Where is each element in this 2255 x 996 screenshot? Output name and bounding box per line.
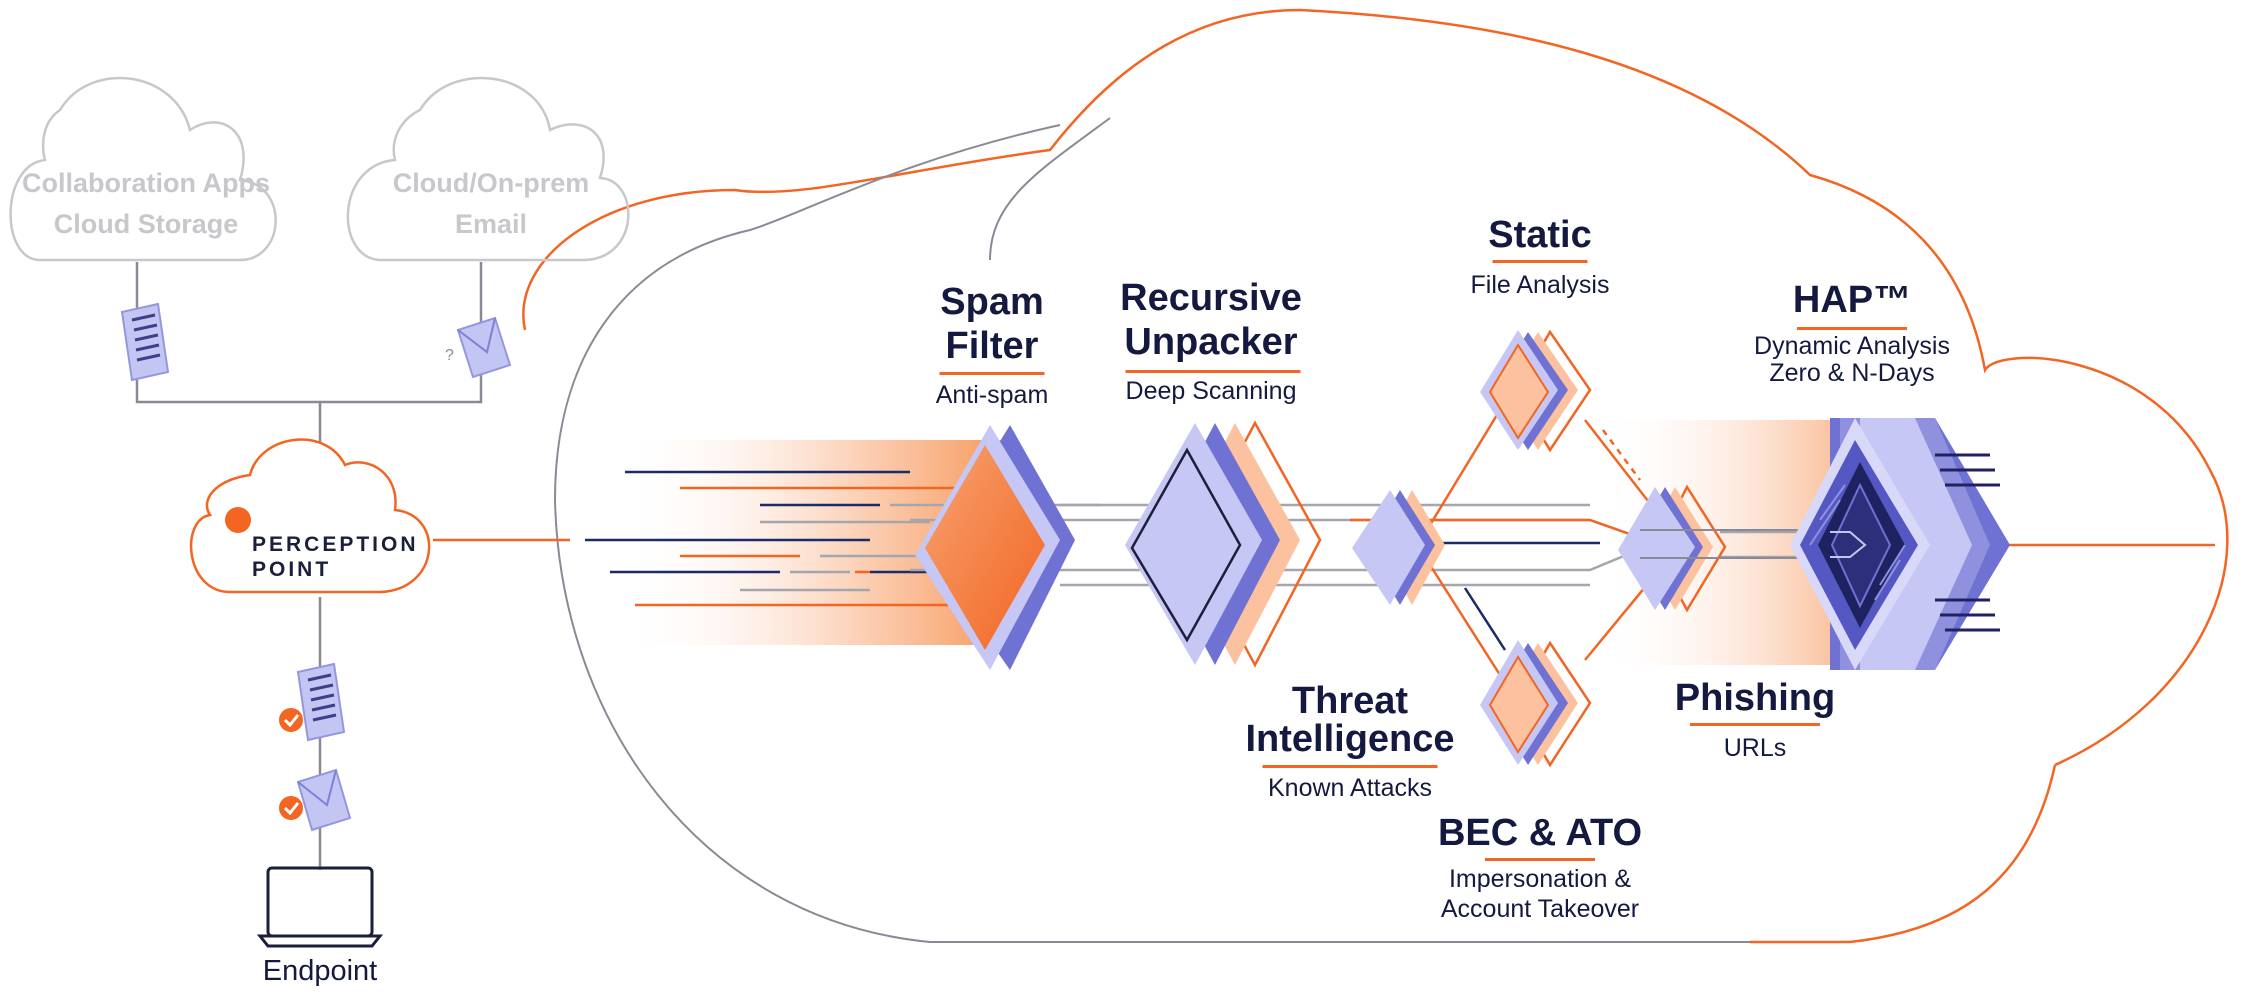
- email-cloud: [346, 76, 630, 262]
- spam-filter-shield-icon: [915, 425, 1075, 670]
- threat-subtitle: Known Attacks: [1268, 774, 1432, 802]
- hap-subtitle-line2: Zero & N-Days: [1769, 359, 1935, 387]
- unpacker-label: Recursive Unpacker: [1120, 276, 1302, 364]
- threat-intel-shield-icon: [1352, 490, 1445, 605]
- collab-label-line2: Cloud Storage: [53, 209, 239, 239]
- spam-subtitle: Anti-spam: [935, 381, 1049, 409]
- static-title: Static: [1488, 214, 1592, 256]
- collab-cloud: [9, 76, 277, 262]
- bec-subtitle-line1: Impersonation &: [1448, 865, 1632, 893]
- spam-title-line1: Spam: [940, 281, 1044, 323]
- phishing-subtitle: URLs: [1723, 734, 1787, 762]
- phishing-shield-icon: [1618, 484, 1864, 613]
- static-rule: [1492, 260, 1588, 263]
- hap-subtitle: Dynamic Analysis Zero & N-Days: [1754, 333, 1950, 387]
- spam-filter-label: Spam Filter: [940, 280, 1043, 368]
- envelope-icon: ?: [445, 316, 512, 379]
- phishing-title: Phishing: [1674, 677, 1836, 719]
- spam-title-line2: Filter: [945, 325, 1039, 367]
- bec-subtitle: Impersonation & Account Takeover: [1441, 864, 1639, 924]
- threat-label: Threat Intelligence: [1245, 682, 1454, 758]
- static-subtitle: File Analysis: [1470, 271, 1610, 299]
- laptop-icon: [256, 866, 384, 948]
- check-icon: [279, 796, 303, 820]
- document-icon: [120, 302, 170, 382]
- platform-cloud-outline: [522, 8, 2229, 767]
- brand-line1: PERCEPTION: [252, 533, 419, 556]
- unpacker-subtitle: Deep Scanning: [1125, 377, 1297, 405]
- intel-link: [1463, 587, 1507, 651]
- unpacker-title-line2: Unpacker: [1124, 321, 1298, 363]
- threat-title-line2: Intelligence: [1245, 718, 1455, 760]
- bec-subtitle-line2: Account Takeover: [1440, 895, 1640, 923]
- collab-label: Collaboration Apps Cloud Storage: [22, 163, 270, 245]
- hap-title: HAP™: [1792, 279, 1912, 321]
- threat-title-line1: Threat: [1291, 680, 1409, 722]
- svg-text:?: ?: [445, 347, 454, 364]
- bec-rule: [1485, 858, 1595, 861]
- email-label: Cloud/On-prem Email: [393, 163, 590, 245]
- hap-rule: [1797, 327, 1907, 330]
- unpacker-rule: [1125, 370, 1301, 373]
- threat-rule: [1262, 765, 1438, 768]
- endpoint-label: Endpoint: [262, 955, 378, 987]
- brand-line2: POINT: [252, 558, 332, 581]
- spam-rule: [939, 372, 1045, 375]
- email-label-line2: Email: [454, 209, 528, 239]
- unpacker-shield-icon: [1125, 420, 1322, 668]
- envelope-icon: [296, 768, 352, 832]
- brand-wordmark: PERCEPTION POINT: [252, 532, 419, 582]
- check-icon: [279, 708, 303, 732]
- hap-subtitle-line1: Dynamic Analysis: [1754, 332, 1950, 360]
- static-shield-icon: [1480, 329, 1592, 453]
- unpacker-title-line1: Recursive: [1120, 277, 1302, 319]
- bec-title: BEC & ATO: [1437, 812, 1643, 854]
- email-label-line1: Cloud/On-prem: [392, 168, 590, 198]
- collab-label-line1: Collaboration Apps: [22, 168, 270, 198]
- hap-chip-icon: [1790, 418, 2010, 670]
- bec-shield-icon: [1480, 640, 1592, 768]
- platform-cloud-outline-gray: [553, 117, 1750, 943]
- phishing-rule: [1690, 723, 1820, 726]
- document-icon: [296, 662, 346, 742]
- perception-point-logo-cloud: [189, 438, 431, 594]
